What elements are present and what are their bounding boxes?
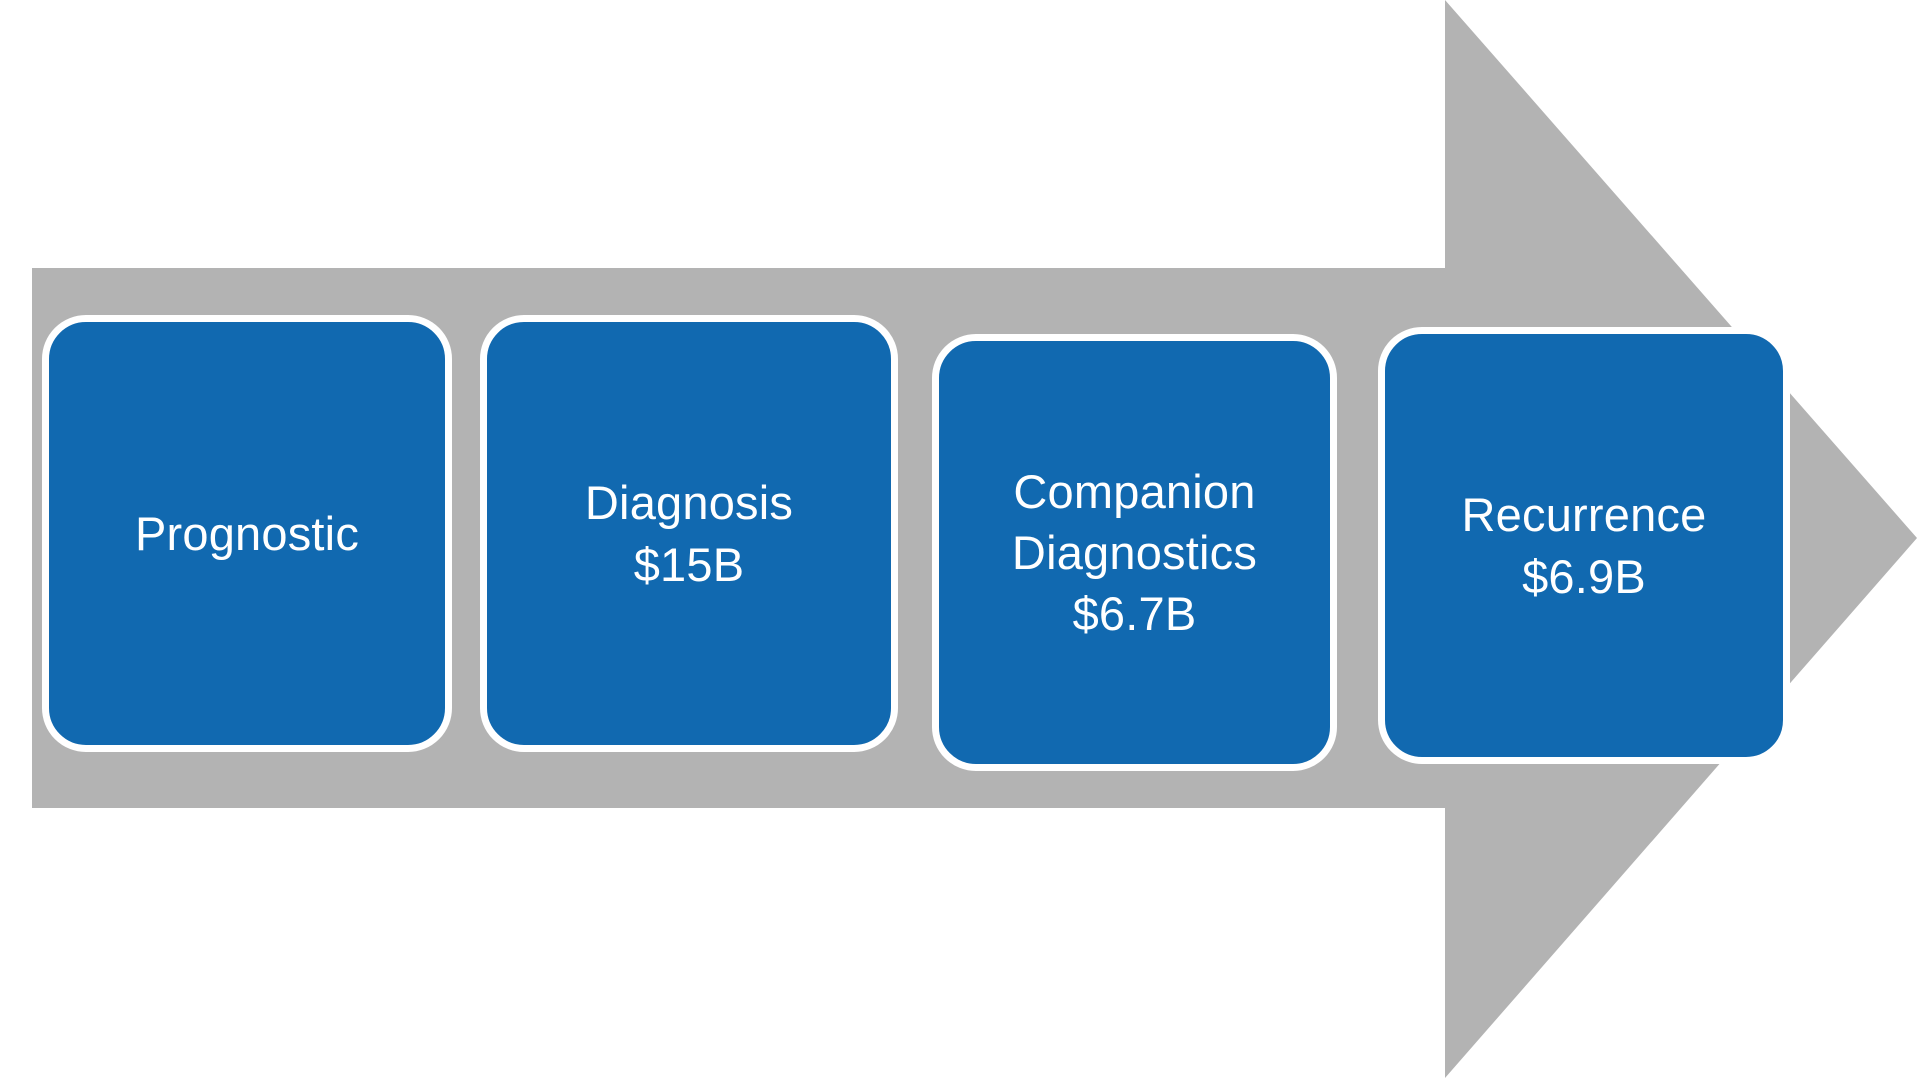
stage-label-recurrence: Recurrence $6.9B [1461,488,1707,603]
stage-label-prognostic: Prognostic [134,506,360,560]
stage-box-recurrence[interactable]: Recurrence $6.9B [1378,327,1790,764]
stage-box-prognostic[interactable]: Prognostic [42,315,452,752]
stage-label-companion-diagnostics: Companion Diagnostics $6.7B [1011,464,1258,641]
stage-box-companion-diagnostics[interactable]: Companion Diagnostics $6.7B [932,334,1337,771]
stage-label-diagnosis: Diagnosis $15B [584,476,794,591]
stage-box-diagnosis[interactable]: Diagnosis $15B [480,315,898,752]
